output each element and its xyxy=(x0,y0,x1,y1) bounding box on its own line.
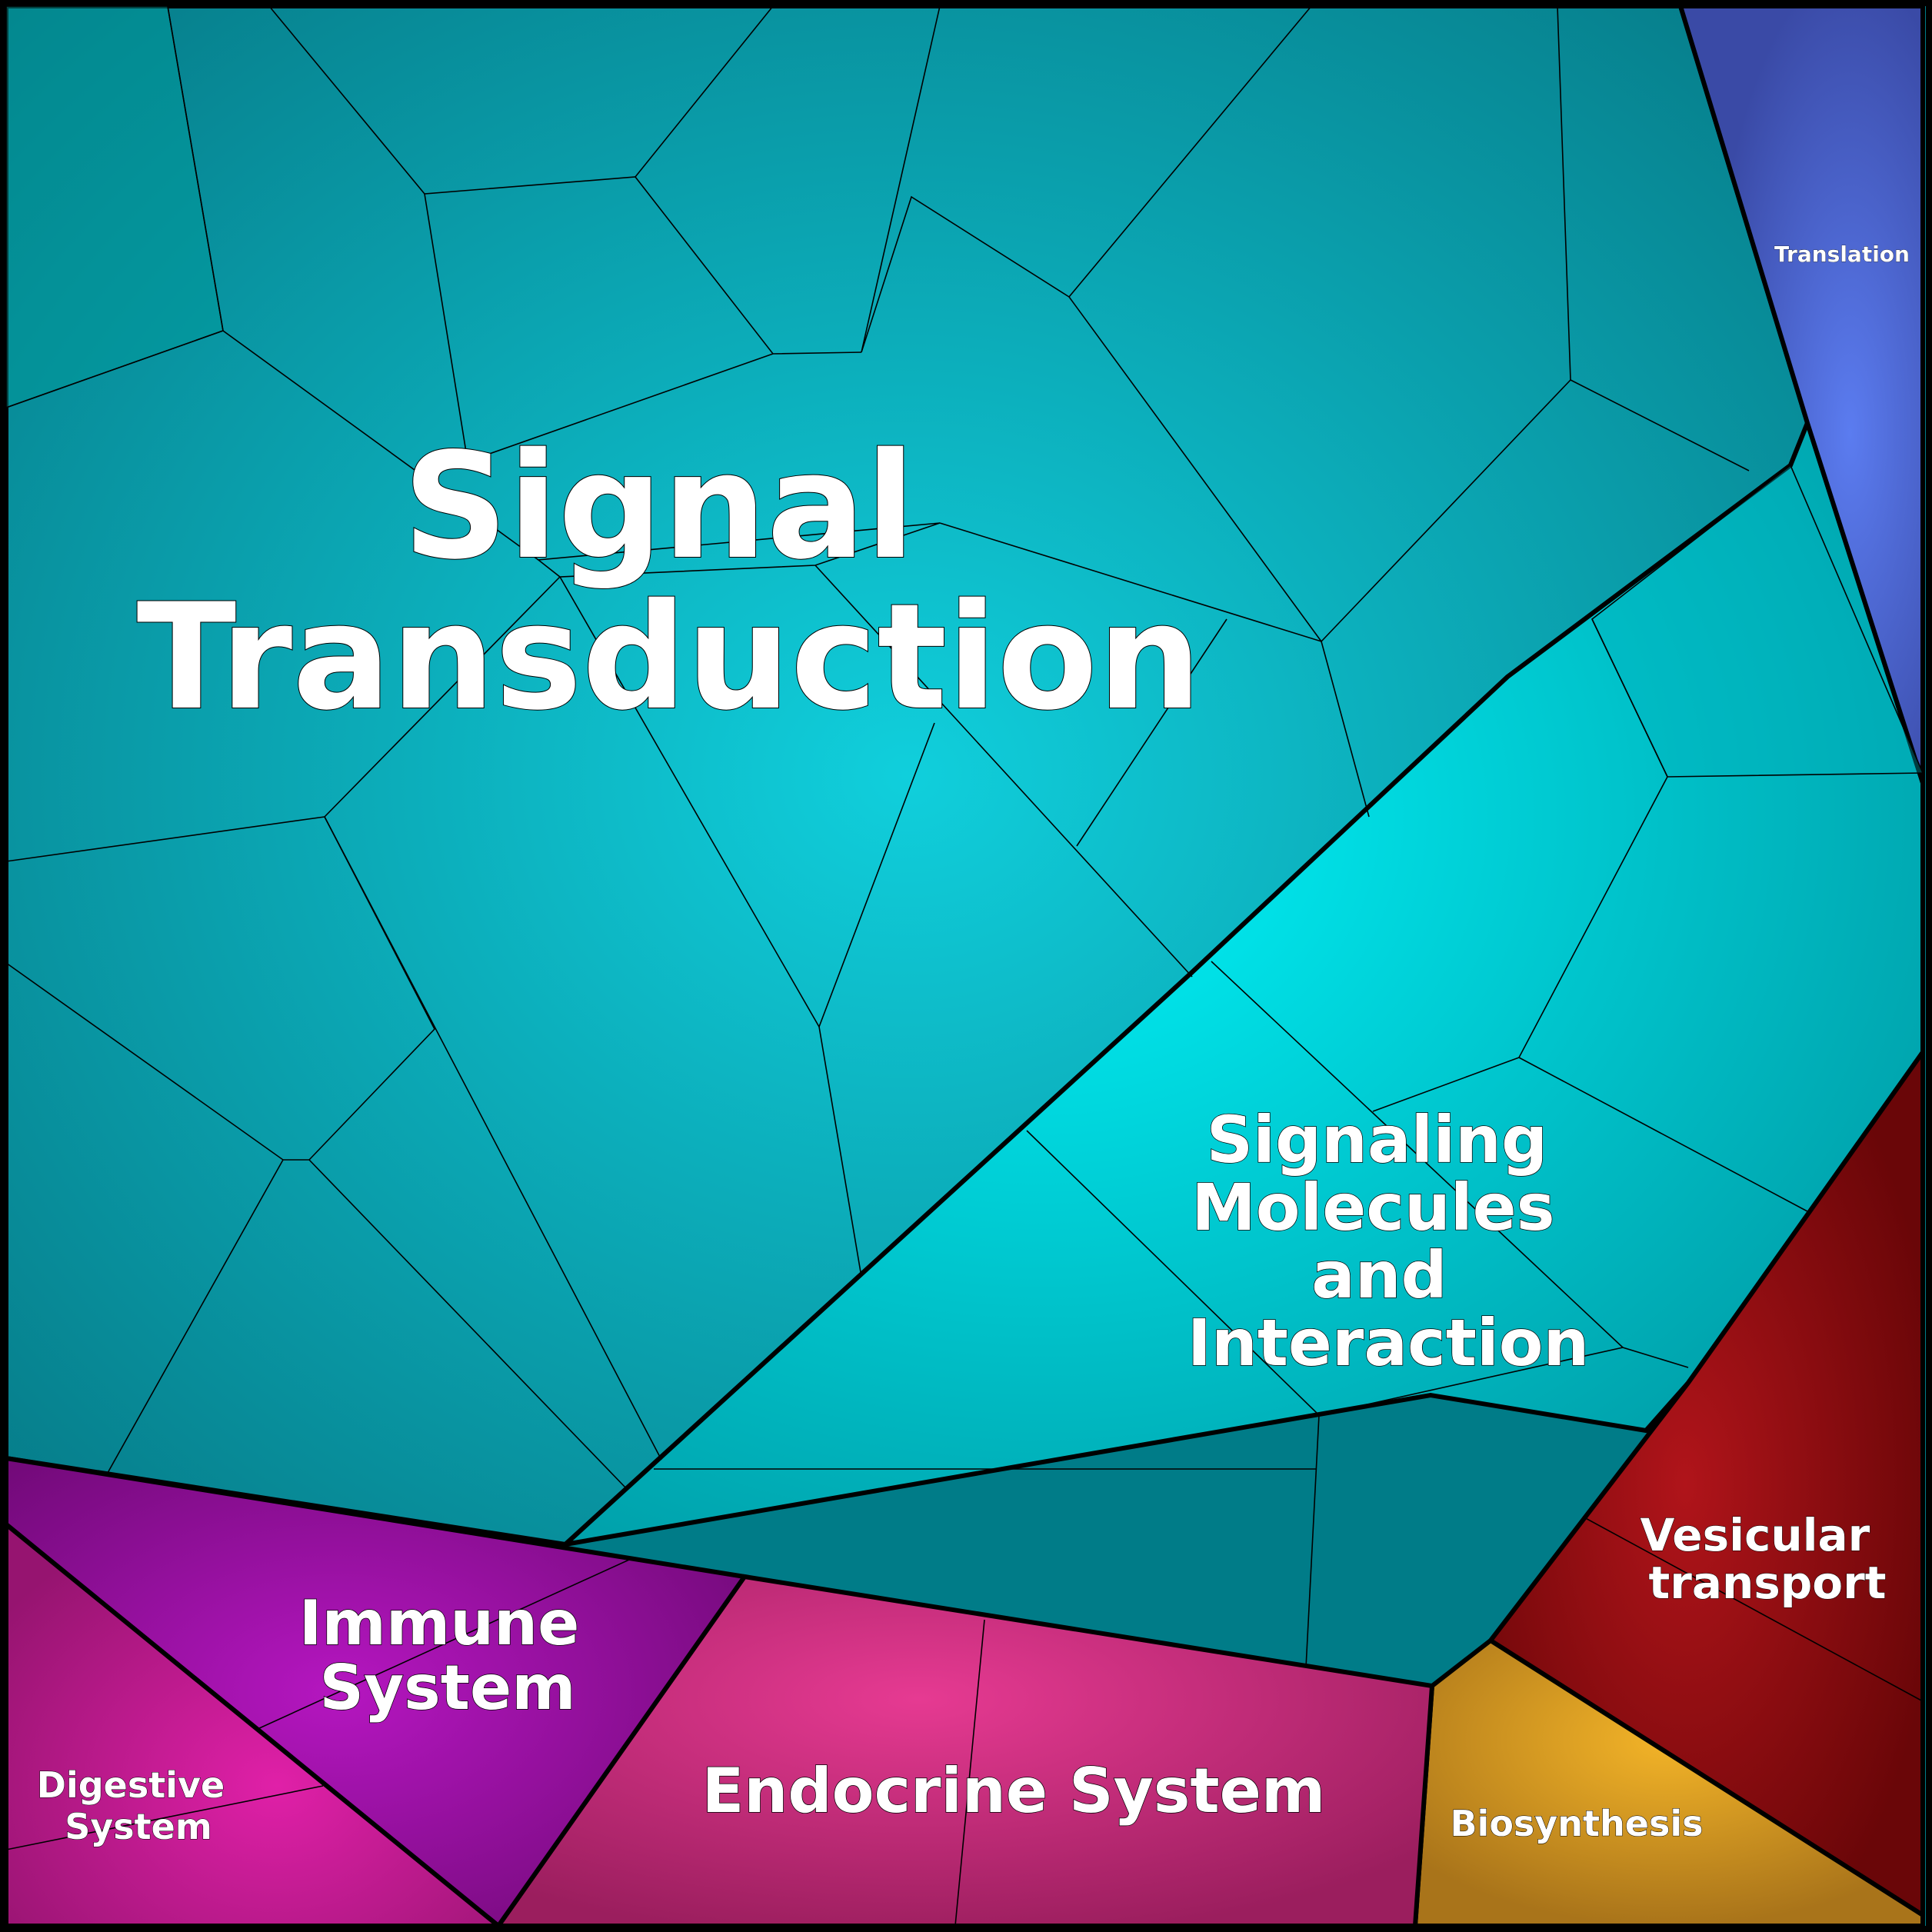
labels: Signal Transduction Signaling Molecules … xyxy=(36,242,1910,1847)
label-signal-transduction: Signal Transduction xyxy=(137,421,1202,742)
label-line: Endocrine System xyxy=(702,1755,1325,1827)
label-signaling-molecules: Signaling Molecules and Interaction xyxy=(1188,1102,1590,1381)
label-line: and xyxy=(1311,1237,1447,1313)
label-line: System xyxy=(319,1652,575,1724)
label-line: Digestive xyxy=(37,1764,225,1806)
signaling-molecules-subcells xyxy=(1026,464,1924,1668)
label-vesicular-transport: Vesicular transport xyxy=(1641,1509,1887,1609)
region-signaling-molecules[interactable] xyxy=(558,416,1925,1548)
label-line: Immune xyxy=(299,1587,580,1659)
label-line: Interaction xyxy=(1188,1305,1590,1381)
label-line: Signal xyxy=(403,421,916,591)
label-line: Translation xyxy=(1774,242,1910,267)
label-digestive-system: Digestive System xyxy=(37,1764,237,1847)
label-line: Molecules xyxy=(1191,1170,1554,1245)
label-endocrine-system: Endocrine System xyxy=(702,1755,1325,1827)
label-line: Vesicular xyxy=(1641,1509,1870,1561)
label-translation: Translation xyxy=(1774,242,1910,267)
other-subcells xyxy=(5,1516,1924,1927)
label-line: Transduction xyxy=(137,572,1202,742)
label-line: Biosynthesis xyxy=(1450,1803,1703,1844)
label-immune-system: Immune System xyxy=(299,1587,601,1724)
label-line: System xyxy=(65,1806,212,1847)
label-line: Signaling xyxy=(1207,1102,1547,1178)
label-line: transport xyxy=(1649,1557,1887,1609)
label-biosynthesis: Biosynthesis xyxy=(1450,1803,1703,1844)
